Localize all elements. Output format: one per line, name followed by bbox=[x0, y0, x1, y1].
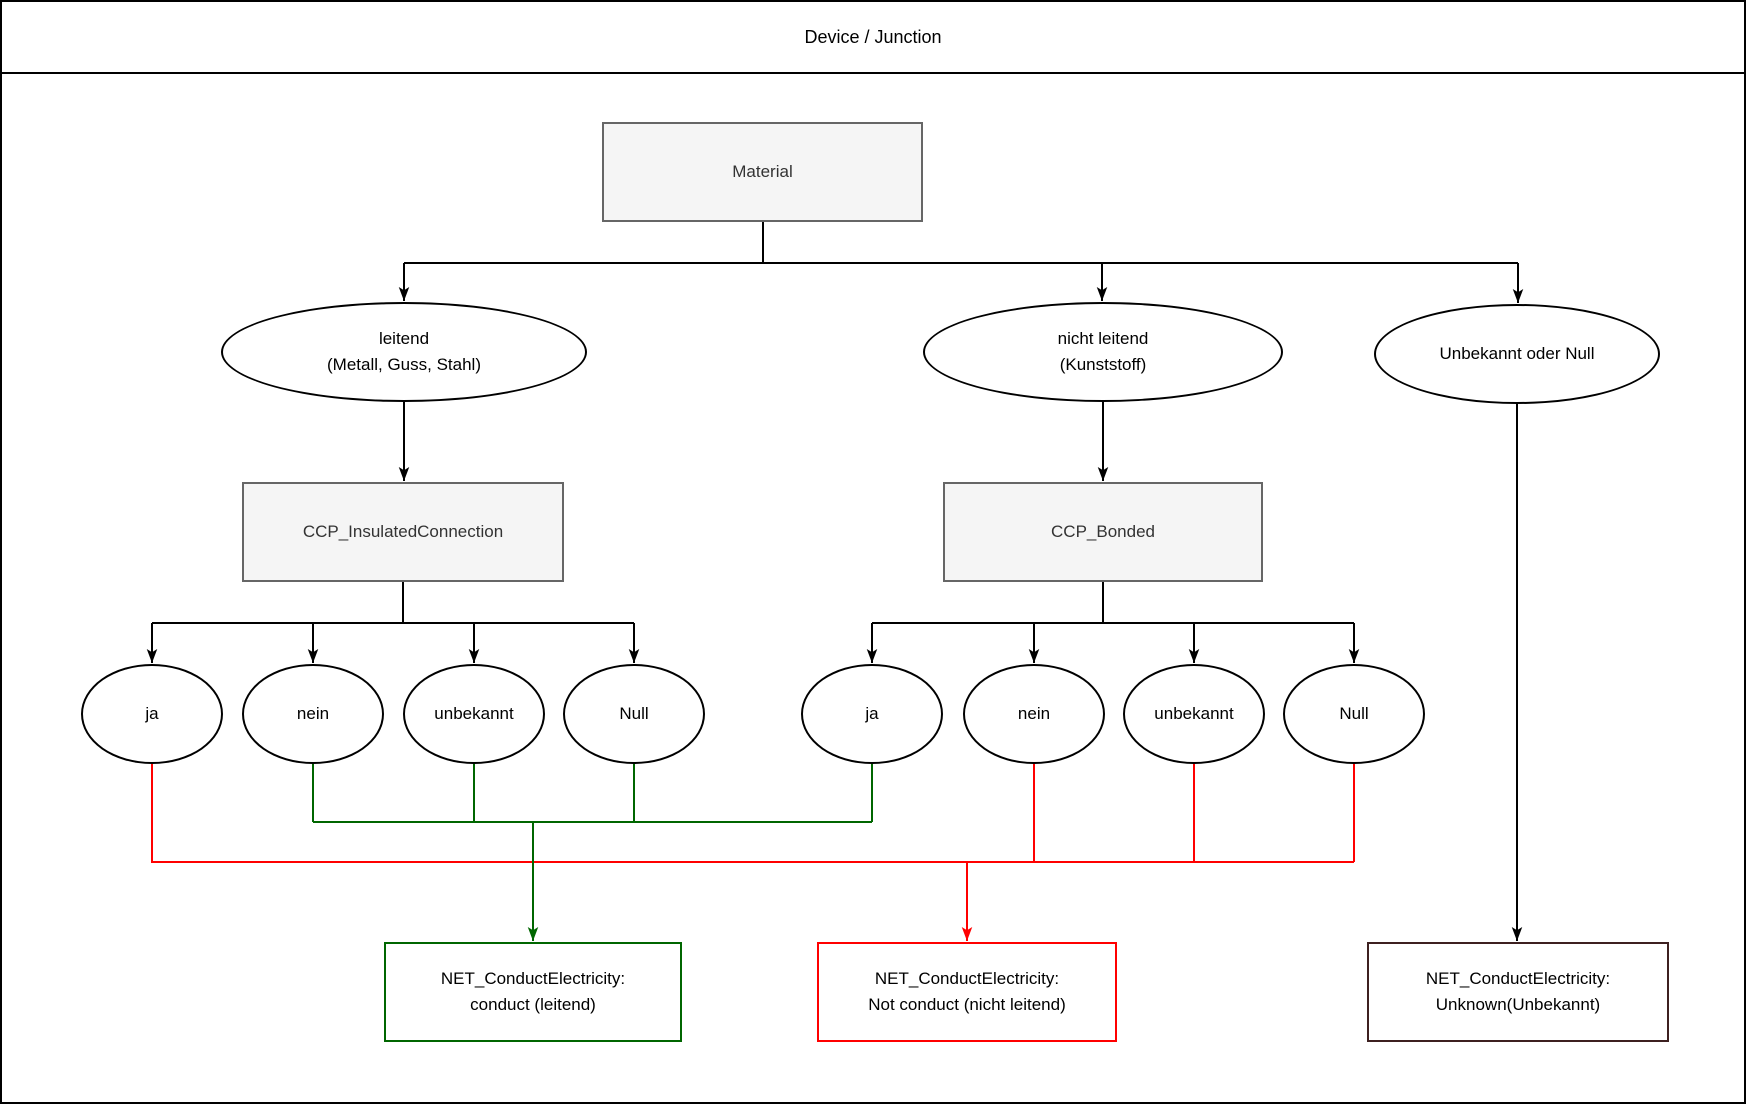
node-nicht-leitend-line1: nicht leitend bbox=[1057, 329, 1149, 348]
node-ccp-bonded: CCP_Bonded bbox=[943, 482, 1263, 582]
node-unbekannt-oder-null-label: Unbekannt oder Null bbox=[1439, 344, 1595, 363]
edge-material-branch-bus bbox=[404, 222, 1518, 264]
node-leitend-line2: (Metall, Guss, Stahl) bbox=[327, 355, 481, 374]
edge-red-bus bbox=[151, 764, 1355, 863]
node-result-conduct-line1: NET_ConductElectricity: bbox=[440, 969, 626, 988]
edge-ccp-insulated-bus bbox=[152, 582, 634, 624]
node-ccp-bonded-label: CCP_Bonded bbox=[1051, 522, 1155, 541]
node-material-label: Material bbox=[732, 162, 793, 181]
edge-green-bus bbox=[312, 764, 873, 823]
node-insulated-ja: ja bbox=[81, 664, 223, 764]
edge-ccp-bonded-bus bbox=[872, 582, 1354, 624]
node-bonded-unbekannt: unbekannt bbox=[1123, 664, 1265, 764]
node-result-not-conduct-line2: Not conduct (nicht leitend) bbox=[868, 995, 1066, 1014]
node-bonded-ja: ja bbox=[801, 664, 943, 764]
node-bonded-null: Null bbox=[1283, 664, 1425, 764]
node-leitend-line1: leitend bbox=[378, 329, 430, 348]
node-insulated-ja-label: ja bbox=[145, 704, 159, 723]
node-result-not-conduct-line1: NET_ConductElectricity: bbox=[874, 969, 1060, 988]
node-result-not-conduct: NET_ConductElectricity: Not conduct (nic… bbox=[817, 942, 1117, 1042]
node-insulated-nein-label: nein bbox=[296, 704, 330, 723]
node-insulated-null: Null bbox=[563, 664, 705, 764]
diagram-title: Device / Junction bbox=[804, 26, 942, 47]
node-insulated-unbekannt-label: unbekannt bbox=[434, 704, 514, 723]
node-bonded-unbekannt-label: unbekannt bbox=[1154, 704, 1234, 723]
node-insulated-nein: nein bbox=[242, 664, 384, 764]
node-insulated-unbekannt: unbekannt bbox=[403, 664, 545, 764]
node-bonded-ja-label: ja bbox=[865, 704, 879, 723]
node-insulated-null-label: Null bbox=[619, 704, 649, 723]
node-bonded-null-label: Null bbox=[1339, 704, 1369, 723]
diagram-title-bar: Device / Junction bbox=[2, 2, 1744, 74]
node-bonded-nein: nein bbox=[963, 664, 1105, 764]
node-result-conduct: NET_ConductElectricity: conduct (leitend… bbox=[384, 942, 682, 1042]
node-ccp-insulated-connection: CCP_InsulatedConnection bbox=[242, 482, 564, 582]
node-nicht-leitend: nicht leitend (Kunststoff) bbox=[923, 302, 1283, 402]
node-result-unknown: NET_ConductElectricity: Unknown(Unbekann… bbox=[1367, 942, 1669, 1042]
node-result-conduct-line2: conduct (leitend) bbox=[470, 995, 596, 1014]
node-leitend: leitend (Metall, Guss, Stahl) bbox=[221, 302, 587, 402]
node-result-unknown-line1: NET_ConductElectricity: bbox=[1425, 969, 1611, 988]
node-result-unknown-line2: Unknown(Unbekannt) bbox=[1435, 995, 1601, 1014]
node-nicht-leitend-line2: (Kunststoff) bbox=[1059, 355, 1147, 374]
node-unbekannt-oder-null: Unbekannt oder Null bbox=[1374, 304, 1660, 404]
node-ccp-insulated-label: CCP_InsulatedConnection bbox=[302, 522, 504, 541]
node-bonded-nein-label: nein bbox=[1017, 704, 1051, 723]
node-material: Material bbox=[602, 122, 923, 222]
